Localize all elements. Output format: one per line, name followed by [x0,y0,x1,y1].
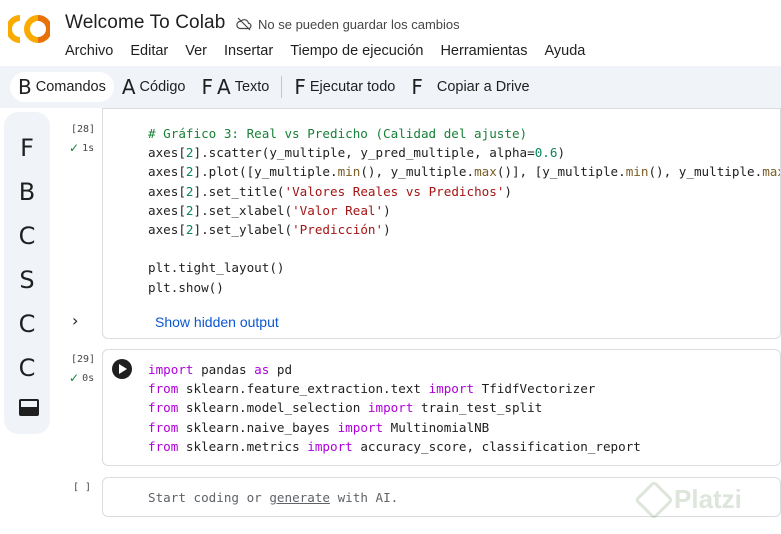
menu-ayuda[interactable]: Ayuda [544,43,585,59]
add-text-label: Texto [235,79,270,95]
menu-ver[interactable]: Ver [185,43,207,59]
rail-snippets-icon[interactable]: C [4,356,50,380]
copy-to-drive-icon: F [411,77,423,97]
cloud-off-icon [235,15,253,33]
cell2-exec-count: [29] [71,354,95,365]
menu-editar[interactable]: Editar [130,43,168,59]
platzi-logo-icon [634,480,674,520]
cell3-exec-count: [ ] [73,482,91,493]
code-editor-2[interactable]: import pandas as pd from sklearn.feature… [148,360,641,456]
rail-files-icon[interactable]: C [4,312,50,336]
menu-insertar[interactable]: Insertar [224,43,273,59]
rail-toc-icon[interactable]: F [4,136,50,160]
cell1-exec-count: [28] [71,124,95,135]
add-code-label: Código [140,79,186,95]
placeholder-start: Start coding or [148,490,269,505]
add-text-icon-2: A [217,77,231,97]
watermark-text: Platzi [674,484,742,515]
add-code-icon: A [122,77,136,97]
platzi-watermark: Platzi [640,484,742,515]
terminal-window-icon[interactable] [19,399,39,416]
run-all-icon: F [294,77,306,97]
check-icon: ✓ [69,371,79,385]
run-all-label: Ejecutar todo [310,79,395,95]
menu-tiempo-de-ejecucion[interactable]: Tiempo de ejecución [290,43,423,59]
cell2-duration: 0s [82,373,94,384]
commands-icon: B [18,77,32,97]
save-status[interactable]: No se pueden guardar los cambios [235,15,460,33]
add-text-icon-1: F [202,77,214,97]
app-header: Welcome To Colab No se pueden guardar lo… [0,0,781,66]
code-editor-1[interactable]: # Gráfico 3: Real vs Predicho (Calidad d… [148,124,781,297]
cell2-status: ✓ 0s [69,371,94,385]
empty-cell-placeholder[interactable]: Start coding or generate with AI. [148,490,398,505]
copy-to-drive-button[interactable]: F Copiar a Drive [403,72,537,102]
colab-logo[interactable] [8,14,50,44]
check-icon: ✓ [69,141,79,155]
copy-to-drive-label: Copiar a Drive [437,79,530,95]
cell1-status: ✓ 1s [69,141,94,155]
menu-archivo[interactable]: Archivo [65,43,113,59]
chevron-right-icon[interactable]: › [72,311,78,330]
run-cell-button[interactable] [112,359,132,379]
code-cell-1[interactable]: # Gráfico 3: Real vs Predicho (Calidad d… [102,108,781,305]
code-cell-2[interactable]: import pandas as pd from sklearn.feature… [102,349,781,466]
side-rail: F B C S C C [4,112,50,434]
run-all-button[interactable]: F Ejecutar todo [286,72,403,102]
rail-find-icon[interactable]: B [4,180,50,204]
add-text-button[interactable]: F A Texto [194,72,278,102]
show-hidden-output-link[interactable]: Show hidden output [155,314,279,330]
notebook-title[interactable]: Welcome To Colab [65,12,225,34]
menu-bar: Archivo Editar Ver Insertar Tiempo de ej… [65,43,602,59]
rail-secrets-icon[interactable]: S [4,268,50,292]
generate-link[interactable]: generate [269,490,330,505]
commands-label: Comandos [36,79,106,95]
menu-herramientas[interactable]: Herramientas [440,43,527,59]
cell1-duration: 1s [82,143,94,154]
rail-variables-icon[interactable]: C [4,224,50,248]
add-code-button[interactable]: A Código [114,72,194,102]
commands-button[interactable]: B Comandos [10,72,114,102]
placeholder-end: with AI. [330,490,398,505]
save-status-text: No se pueden guardar los cambios [258,17,460,32]
toolbar-divider [281,76,282,98]
notebook-toolbar: B Comandos A Código F A Texto F Ejecutar… [0,66,781,108]
notebook-main: [28] ✓ 1s # Gráfico 3: Real vs Predicho … [56,108,781,534]
